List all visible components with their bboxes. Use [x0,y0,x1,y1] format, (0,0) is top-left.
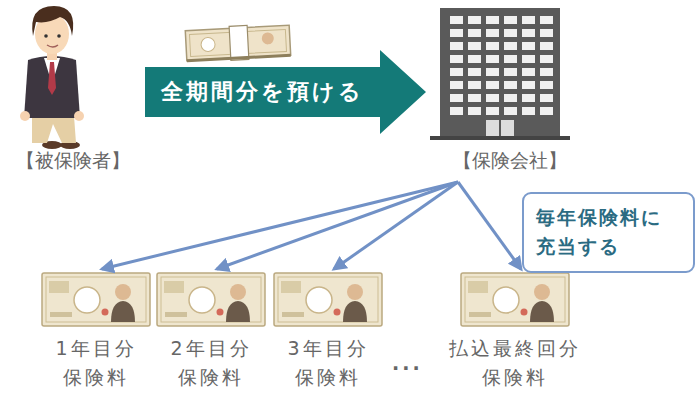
node-text: 毎年保険料に 充当する [536,203,681,262]
office-building-part [440,8,560,140]
person-figure-part [20,111,30,121]
insurance-company: 【保険会社】 [430,0,590,178]
allocation-arrow [102,182,458,269]
person-figure-part [48,62,56,95]
money-bundle-part [261,32,274,45]
allocation-arrow [458,182,521,269]
office-building-part [448,14,556,118]
allocation-arrow [217,182,458,269]
office-building-part [430,136,570,140]
insured-person: 【被保険者】 [0,0,145,178]
node-text: 【保険会社】 [430,148,590,174]
premium-bill: 1年目分 保険料 [40,270,152,393]
person-figure-part [24,56,80,118]
node-text: 【被保険者】 [0,148,145,174]
person-figure-part [57,34,61,38]
money-bundle [185,23,291,62]
premium-bill: 2年目分 保険料 [155,270,267,393]
person-figure-part [32,6,73,36]
person-figure-part [44,34,48,38]
banknotes-part [274,273,382,326]
node-text: 3年目分 保険料 [272,334,384,393]
money-bundle-part [201,37,216,52]
money-bundle-part [229,25,249,60]
person-figure-part [32,116,76,143]
person-figure-part [74,111,84,121]
person-figure-part [47,45,58,47]
node-text: 払込最終回分 保険料 [440,334,590,393]
money-bundle-part [185,25,290,60]
banknotes-part [461,273,569,326]
note-callout: 毎年保険料に 充当する [522,192,695,273]
banknotes-part [157,273,265,326]
node-text: 2年目分 保険料 [155,334,267,393]
premium-bill: 3年目分 保険料 [272,270,384,393]
person-figure [20,6,84,149]
arrow-label: 全期間分を預ける [161,77,364,107]
office-building [430,8,570,140]
node-text: 1年目分 保険料 [40,334,152,393]
premium-bill: 払込最終回分 保険料 [440,270,590,393]
transfer-arrow [145,50,426,134]
banknotes-part [42,273,150,326]
ellipsis-label: ... [392,352,423,374]
money-bundle-part [187,55,291,60]
banknotes [42,273,569,326]
allocation-arrow [334,182,458,269]
